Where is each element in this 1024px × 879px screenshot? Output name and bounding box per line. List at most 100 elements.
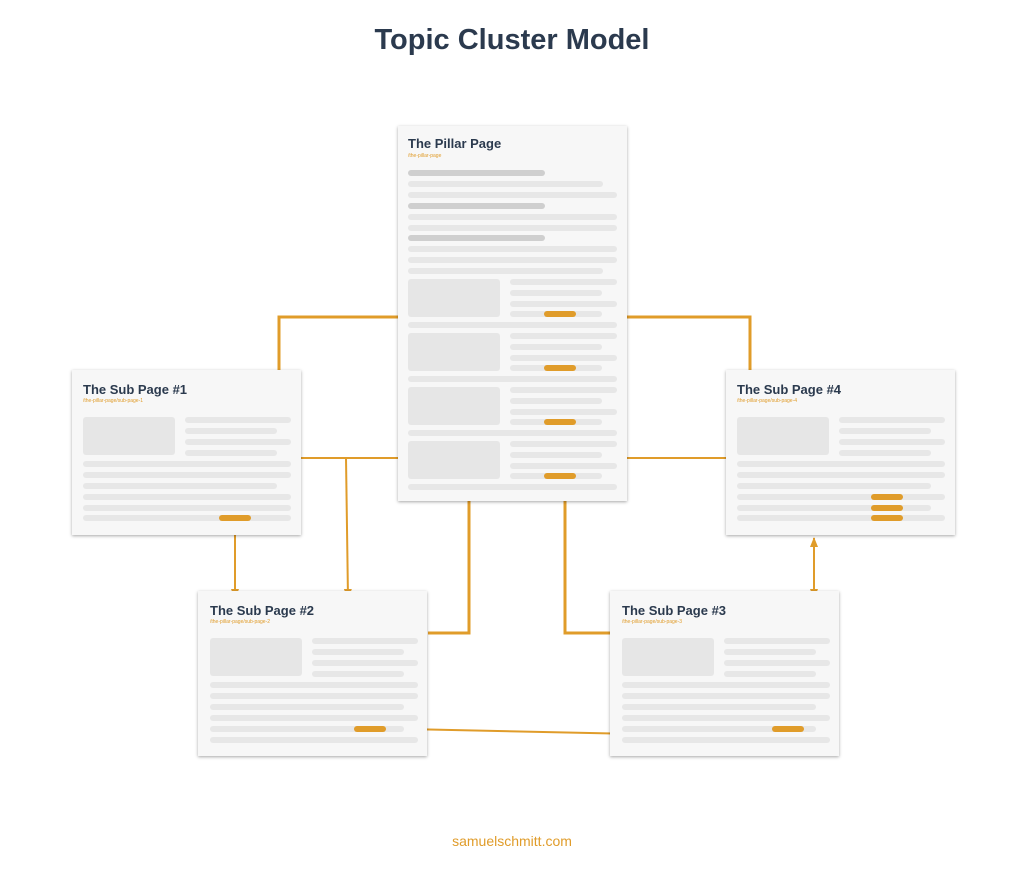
text-line xyxy=(408,214,617,220)
text-line xyxy=(724,649,816,655)
text-line xyxy=(210,693,418,699)
link-button xyxy=(772,726,804,732)
text-line xyxy=(83,494,291,500)
sub-page-4-url: /the-pillar-page/sub-page-4 xyxy=(737,398,798,404)
text-line xyxy=(622,693,830,699)
image-placeholder xyxy=(408,333,500,371)
pillar-page-card: The Pillar Page /the-pillar-page xyxy=(398,126,627,501)
text-line xyxy=(510,409,617,415)
link-button xyxy=(871,505,903,511)
connector-pillar-sub4 xyxy=(627,315,752,370)
text-line xyxy=(724,660,830,666)
link-button xyxy=(354,726,386,732)
text-line xyxy=(510,344,602,350)
text-line xyxy=(408,225,617,231)
link-button xyxy=(544,311,576,317)
text-line xyxy=(510,355,617,361)
image-placeholder xyxy=(408,441,500,479)
text-line xyxy=(737,505,931,511)
text-line xyxy=(737,472,945,478)
text-line xyxy=(839,439,945,445)
text-line xyxy=(408,430,617,436)
link-button xyxy=(544,419,576,425)
sub-page-3-url: /the-pillar-page/sub-page-3 xyxy=(622,619,683,625)
text-line xyxy=(510,452,602,458)
sub-page-4-title: The Sub Page #4 xyxy=(737,382,842,397)
text-line xyxy=(510,279,617,285)
text-line xyxy=(737,483,931,489)
connector-pillar-sub1 xyxy=(277,315,398,370)
sub-page-2-title: The Sub Page #2 xyxy=(210,603,315,618)
text-line xyxy=(408,235,545,241)
text-line xyxy=(510,290,602,296)
link-button xyxy=(544,365,576,371)
text-line xyxy=(622,704,816,710)
link-pillar-to-sub2 xyxy=(343,457,352,599)
text-line xyxy=(408,170,545,176)
sub-page-3-card: The Sub Page #3 /the-pillar-page/sub-pag… xyxy=(610,591,839,756)
text-line xyxy=(83,461,291,467)
text-line xyxy=(839,428,931,434)
pillar-page-url: /the-pillar-page xyxy=(408,153,442,159)
link-button xyxy=(219,515,251,521)
text-line xyxy=(185,439,291,445)
image-placeholder xyxy=(622,638,714,676)
text-line xyxy=(312,671,404,677)
text-line xyxy=(839,450,931,456)
text-line xyxy=(408,268,603,274)
text-line xyxy=(737,461,945,467)
sub-page-1-title: The Sub Page #1 xyxy=(83,382,188,397)
link-button xyxy=(871,515,903,521)
text-line xyxy=(510,463,617,469)
text-line xyxy=(408,181,603,187)
text-line xyxy=(408,484,617,490)
link-button xyxy=(871,494,903,500)
text-line xyxy=(210,726,404,732)
text-line xyxy=(408,203,545,209)
text-line xyxy=(408,246,617,252)
diagram-title: Topic Cluster Model xyxy=(374,24,650,56)
text-line xyxy=(724,671,816,677)
pillar-page-title: The Pillar Page xyxy=(408,136,502,151)
text-line xyxy=(83,515,291,521)
text-line xyxy=(510,441,617,447)
text-line xyxy=(210,682,418,688)
text-line xyxy=(312,638,418,644)
text-line xyxy=(185,417,291,423)
text-line xyxy=(185,450,277,456)
text-line xyxy=(510,398,602,404)
text-line xyxy=(737,515,945,521)
text-line xyxy=(210,704,404,710)
image-placeholder xyxy=(408,279,500,317)
sub-page-4-card: The Sub Page #4 /the-pillar-page/sub-pag… xyxy=(726,370,955,535)
image-placeholder xyxy=(408,387,500,425)
image-placeholder xyxy=(83,417,175,455)
text-line xyxy=(83,472,291,478)
connector-pillar-sub2 xyxy=(428,501,471,635)
text-line xyxy=(510,387,617,393)
text-line xyxy=(622,715,830,721)
sub-page-3-title: The Sub Page #3 xyxy=(622,603,727,618)
sub-page-1-card: The Sub Page #1 /the-pillar-page/sub-pag… xyxy=(72,370,301,535)
sub-page-2-card: The Sub Page #2 /the-pillar-page/sub-pag… xyxy=(198,591,427,756)
link-button xyxy=(544,473,576,479)
text-line xyxy=(408,192,617,198)
sub-page-2-url: /the-pillar-page/sub-page-2 xyxy=(210,619,271,625)
text-line xyxy=(83,505,291,511)
text-line xyxy=(724,638,830,644)
text-line xyxy=(622,737,830,743)
image-placeholder xyxy=(210,638,302,676)
text-line xyxy=(185,428,277,434)
text-line xyxy=(839,417,945,423)
text-line xyxy=(312,660,418,666)
text-line xyxy=(622,726,816,732)
text-line xyxy=(408,322,617,328)
sub-page-1-url: /the-pillar-page/sub-page-1 xyxy=(83,398,144,404)
text-line xyxy=(408,257,617,263)
footer-credit: samuelschmitt.com xyxy=(452,833,572,849)
link-sub2-to-sub3 xyxy=(405,728,638,738)
connector-pillar-sub3 xyxy=(563,501,610,635)
text-line xyxy=(510,333,617,339)
text-line xyxy=(312,649,404,655)
